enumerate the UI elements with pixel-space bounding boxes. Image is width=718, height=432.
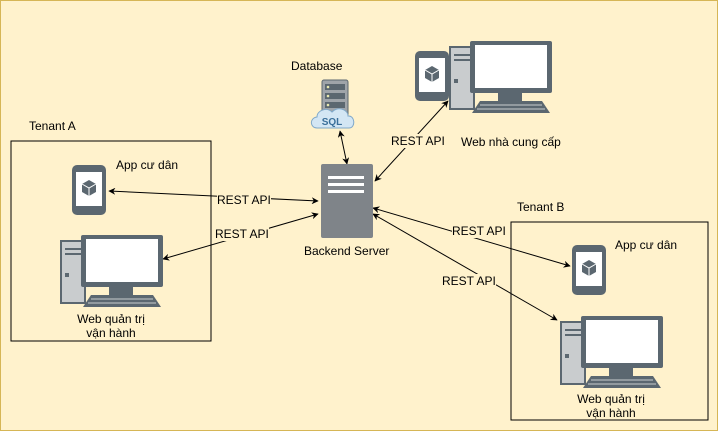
tenant-b-box xyxy=(510,221,709,421)
backend-server-label: Backend Server xyxy=(304,244,390,258)
tenant-a-web-label-line2: vận hành xyxy=(86,326,136,340)
tenant-a-desktop-icon xyxy=(60,234,164,308)
tenant-b-title: Tenant B xyxy=(517,200,565,214)
database-label: Database xyxy=(291,59,343,73)
tenant-a-app-label: App cư dân xyxy=(116,158,179,172)
edge-tenant-a-app xyxy=(108,187,319,205)
database-icon xyxy=(310,79,355,129)
tenant-a-web-label: Web quản trị vận hành xyxy=(41,312,181,340)
supplier-phone-icon xyxy=(414,50,450,102)
tenant-b-web-label: Web quản trị vận hành xyxy=(541,392,681,420)
edge-label-supplier: REST API xyxy=(391,134,445,148)
edge-label-tenant-b-web: REST API xyxy=(442,274,496,288)
tenant-b-web-label-line2: vận hành xyxy=(586,406,636,420)
tenant-a-phone-icon xyxy=(71,164,107,216)
edge-database xyxy=(337,130,350,165)
edge-label-tenant-a-web: REST API xyxy=(215,227,269,241)
backend-server-icon xyxy=(321,164,373,238)
tenant-b-app-label: App cư dân xyxy=(615,238,678,252)
tenant-b-phone-icon xyxy=(571,244,607,296)
edge-tenant-b-web xyxy=(372,213,558,321)
supplier-label: Web nhà cung cấp xyxy=(461,135,561,149)
tenant-a-title: Tenant A xyxy=(29,119,76,133)
tenant-b-desktop-icon xyxy=(560,315,664,389)
sql-badge: SQL xyxy=(321,117,343,128)
edge-label-tenant-a-app: REST API xyxy=(217,193,271,207)
edge-label-tenant-b-app: REST API xyxy=(452,224,506,238)
supplier-desktop-icon xyxy=(449,40,553,114)
tenant-a-web-label-line1: Web quản trị xyxy=(77,312,145,326)
tenant-b-web-label-line1: Web quản trị xyxy=(577,392,645,406)
